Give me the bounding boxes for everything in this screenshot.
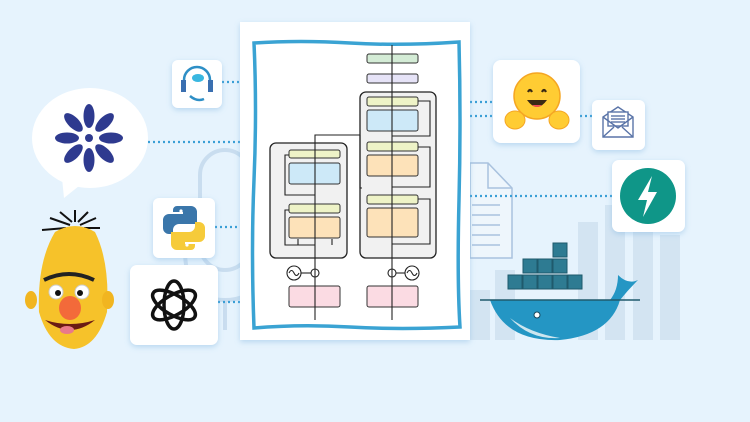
lightning-icon: [638, 176, 657, 217]
docker-whale-icon: [480, 242, 640, 341]
bert-character-icon: [25, 210, 114, 349]
openai-card: [130, 265, 218, 345]
mail-card: [592, 100, 645, 150]
python-logo-icon: [163, 206, 205, 250]
dotted-connectors: [148, 80, 612, 304]
openai-logo-icon: [150, 279, 198, 331]
asterisk-icon: [55, 104, 123, 172]
speech-bubble: [32, 88, 148, 198]
transformer-diagram: [240, 22, 470, 340]
mail-icon: [602, 106, 634, 138]
huggingface-card: [493, 60, 580, 143]
document-icon: [469, 162, 513, 259]
headset-icon: [181, 65, 213, 102]
python-card: [153, 198, 215, 258]
encoder-block: [269, 142, 348, 259]
diagram-frame: [250, 39, 462, 331]
fastapi-card: [612, 160, 685, 232]
huggingface-icon: [504, 72, 570, 130]
headset-card: [172, 60, 222, 108]
